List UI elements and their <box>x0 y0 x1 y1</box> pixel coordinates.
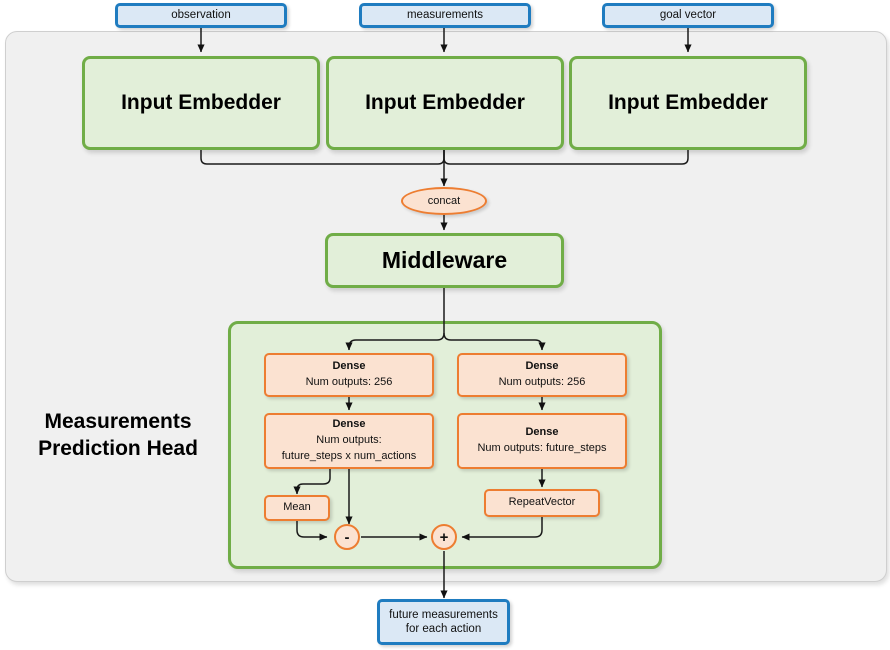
right-dense-2-title: Dense <box>525 426 559 439</box>
add-operator-label: + <box>439 528 449 546</box>
left-dense-1-detail: Num outputs: 256 <box>305 376 393 388</box>
input-box-observation[interactable]: observation <box>115 3 287 28</box>
input-embedder-2-label: Input Embedder <box>365 91 525 114</box>
measurements-prediction-head-label: Measurements Prediction Head <box>18 408 218 463</box>
input-box-goal-vector[interactable]: goal vector <box>602 3 774 28</box>
head-label-line-2: Prediction Head <box>38 437 198 461</box>
middleware-label: Middleware <box>381 247 508 273</box>
input-embedder-1-label: Input Embedder <box>121 91 281 114</box>
input-embedder-3[interactable]: Input Embedder <box>569 56 807 150</box>
right-dense-1[interactable]: Dense Num outputs: 256 <box>457 353 627 397</box>
concat-node[interactable]: concat <box>401 187 487 215</box>
subtract-operator-node[interactable]: - <box>334 524 360 550</box>
input-label-goal-vector: goal vector <box>659 9 717 22</box>
left-dense-2[interactable]: Dense Num outputs: future_steps x num_ac… <box>264 413 434 469</box>
mean-label: Mean <box>283 501 311 514</box>
input-label-observation: observation <box>171 9 231 22</box>
left-dense-2-title: Dense <box>332 418 366 431</box>
left-dense-1-title: Dense <box>332 360 366 373</box>
input-embedder-3-label: Input Embedder <box>608 91 768 114</box>
output-label-line-2: for each action <box>405 623 482 635</box>
output-label-line-1: future measurements <box>389 608 498 621</box>
left-dense-2-detail-line-1: Num outputs: <box>316 434 382 447</box>
repeat-vector-label: RepeatVector <box>508 496 576 509</box>
right-dense-2-detail: Num outputs: future_steps <box>477 442 607 454</box>
right-dense-1-detail: Num outputs: 256 <box>498 376 586 388</box>
add-operator-node[interactable]: + <box>431 524 457 550</box>
repeat-vector-node[interactable]: RepeatVector <box>484 489 600 517</box>
subtract-operator-label: - <box>344 528 350 546</box>
input-embedder-1[interactable]: Input Embedder <box>82 56 320 150</box>
input-embedder-2[interactable]: Input Embedder <box>326 56 564 150</box>
left-dense-1[interactable]: Dense Num outputs: 256 <box>264 353 434 397</box>
right-dense-2[interactable]: Dense Num outputs: future_steps <box>457 413 627 469</box>
left-dense-2-detail-line-2: future_steps x num_actions <box>281 449 417 462</box>
input-label-measurements: measurements <box>406 9 484 22</box>
input-box-measurements[interactable]: measurements <box>359 3 531 28</box>
mean-node[interactable]: Mean <box>264 495 330 521</box>
head-label-line-1: Measurements <box>44 410 192 433</box>
output-box-future-measurements[interactable]: future measurements for each action <box>377 599 510 645</box>
right-dense-1-title: Dense <box>525 360 559 373</box>
concat-label: concat <box>427 195 461 207</box>
middleware-node[interactable]: Middleware <box>325 233 564 288</box>
